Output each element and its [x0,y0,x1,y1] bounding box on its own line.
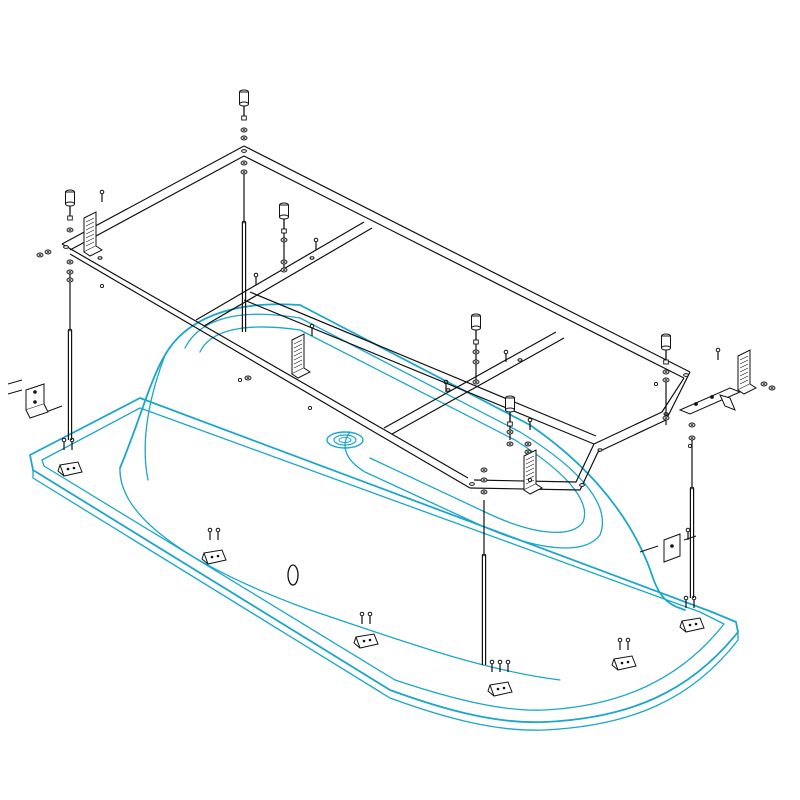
bracket-left-side [7,379,63,419]
mounting-brackets [83,211,757,495]
foot-plate-5 [611,655,637,671]
foot-plate-6 [679,617,705,633]
foot-plate-3 [353,633,379,649]
foot-plate-1 [57,461,83,477]
foot-plate-2 [201,549,227,565]
tub-bowl-top-ledge [184,313,604,549]
frame-rail-right [469,371,691,491]
frame-joint-holes [63,149,689,487]
frame-rail-back [243,145,691,379]
bracket-right-side [678,387,742,415]
tub-rim-lower-edge [32,469,739,731]
nuts [36,127,776,495]
frame-crossbar-1 [195,221,373,327]
leg-rod-left [67,328,73,441]
bracket-right-middle [639,533,697,563]
tub-bowl-outer [119,303,686,611]
leveling-foot-caps [64,89,672,427]
bracket-center [291,333,311,379]
leveling-foot-1 [238,89,250,121]
leveling-foot-5 [660,333,672,365]
rim-foot-plates [57,461,705,697]
leg-rod-right [689,486,695,599]
bathtub-shell [29,303,739,731]
frame-inner-rail [243,291,597,445]
tub-bowl-front [119,467,561,681]
bracket-right-top [737,349,757,395]
foot-plate-4 [487,681,513,697]
tub-outer-rim [29,397,739,724]
leveling-foot-3 [278,202,290,234]
tub-overflow-hole [287,564,299,586]
threaded-rods [67,220,695,666]
leveling-foot-4 [470,313,482,345]
tub-bowl-inner-ledge [199,326,586,533]
tub-bowl-floor [144,354,166,481]
threaded-upper-rods [69,170,693,555]
frame-rail-front [61,243,471,489]
washers [99,283,693,483]
support-frame [61,145,691,491]
tub-drain [326,431,364,449]
frame-crossbar-2 [383,331,565,435]
tub-rim-inner-edge [41,407,725,711]
leg-rod-front [481,553,487,666]
leveling-foot-6 [504,395,516,427]
leveling-foot-2 [64,189,76,221]
